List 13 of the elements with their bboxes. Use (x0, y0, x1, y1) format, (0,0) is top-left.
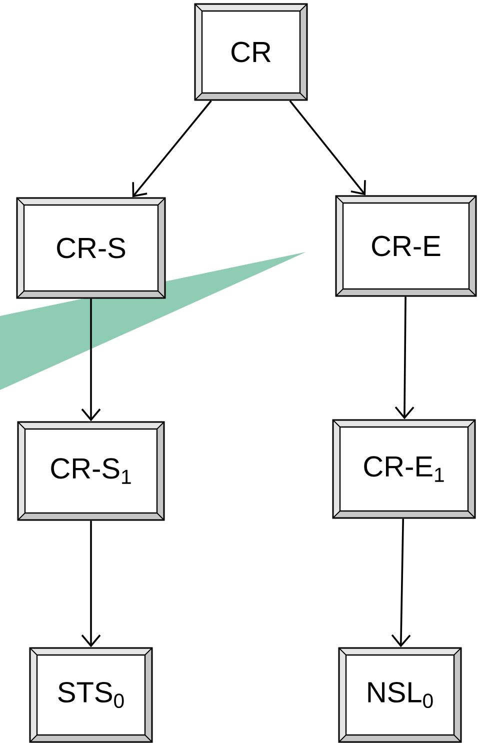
arrow (394, 296, 414, 420)
process-box: CR (194, 3, 308, 101)
process-box: CR-S (16, 197, 166, 299)
process-box: CR-E (335, 195, 477, 297)
process-box: CR-S$_{1}$ (17, 421, 165, 521)
process-box: CR-E$_{1}$ (332, 419, 476, 519)
arrow (289, 100, 366, 196)
arrow (391, 518, 411, 648)
arrow (81, 298, 101, 422)
arrow (81, 520, 101, 648)
process-box: STS$_{0}$ (29, 647, 153, 743)
arrow (132, 100, 212, 198)
process-box: NSL$_{0}$ (338, 647, 462, 743)
